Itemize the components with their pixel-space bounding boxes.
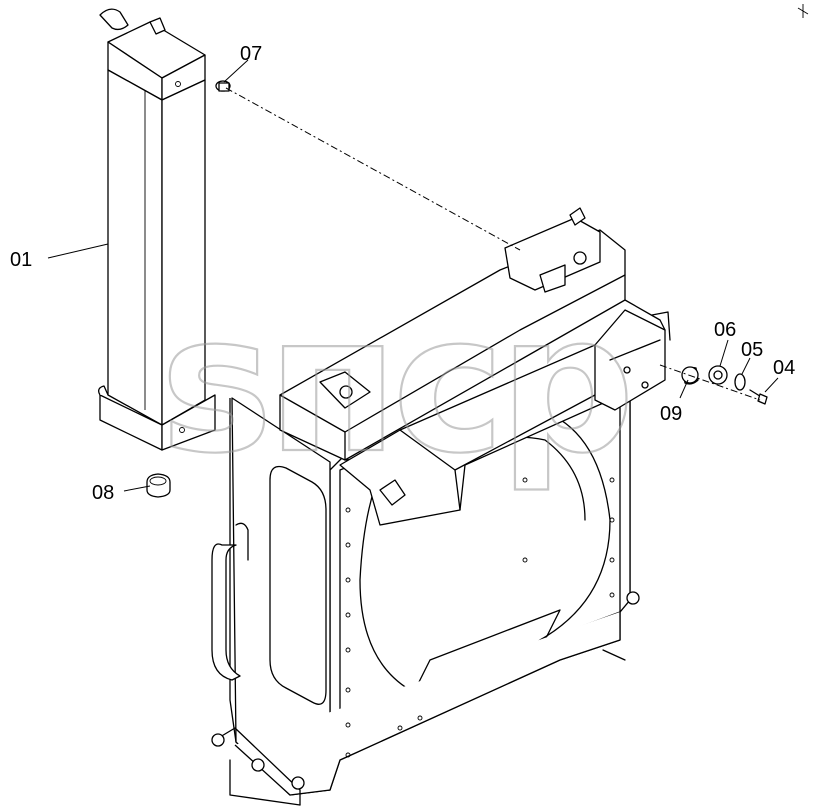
part-08-mount — [146, 473, 171, 498]
part-04-bolt — [749, 389, 768, 405]
mounting-holes — [345, 477, 615, 758]
part-05-washer — [734, 373, 746, 391]
leader-07 — [223, 59, 249, 83]
top-bracket — [279, 207, 671, 526]
callout-06: 06 — [714, 319, 736, 341]
callout-05: 05 — [741, 339, 763, 361]
callout-07: 07 — [240, 43, 262, 65]
watermark: ѕпср — [160, 274, 629, 495]
leader-05 — [741, 357, 751, 375]
leader-08 — [123, 485, 151, 492]
callout-08: 08 — [92, 482, 114, 504]
part-06-collar — [708, 365, 728, 385]
callout-09: 09 — [660, 403, 682, 425]
assembly-line-04 — [659, 364, 761, 401]
leader-09 — [679, 379, 689, 399]
leader-04 — [764, 377, 779, 393]
callout-01: 01 — [10, 249, 32, 271]
callout-04: 04 — [773, 357, 795, 379]
assembly-line-07 — [225, 87, 521, 251]
corner-mark-icon — [797, 4, 809, 18]
leader-06 — [719, 339, 729, 367]
leader-01 — [47, 243, 109, 259]
intercooler-core — [98, 8, 216, 451]
